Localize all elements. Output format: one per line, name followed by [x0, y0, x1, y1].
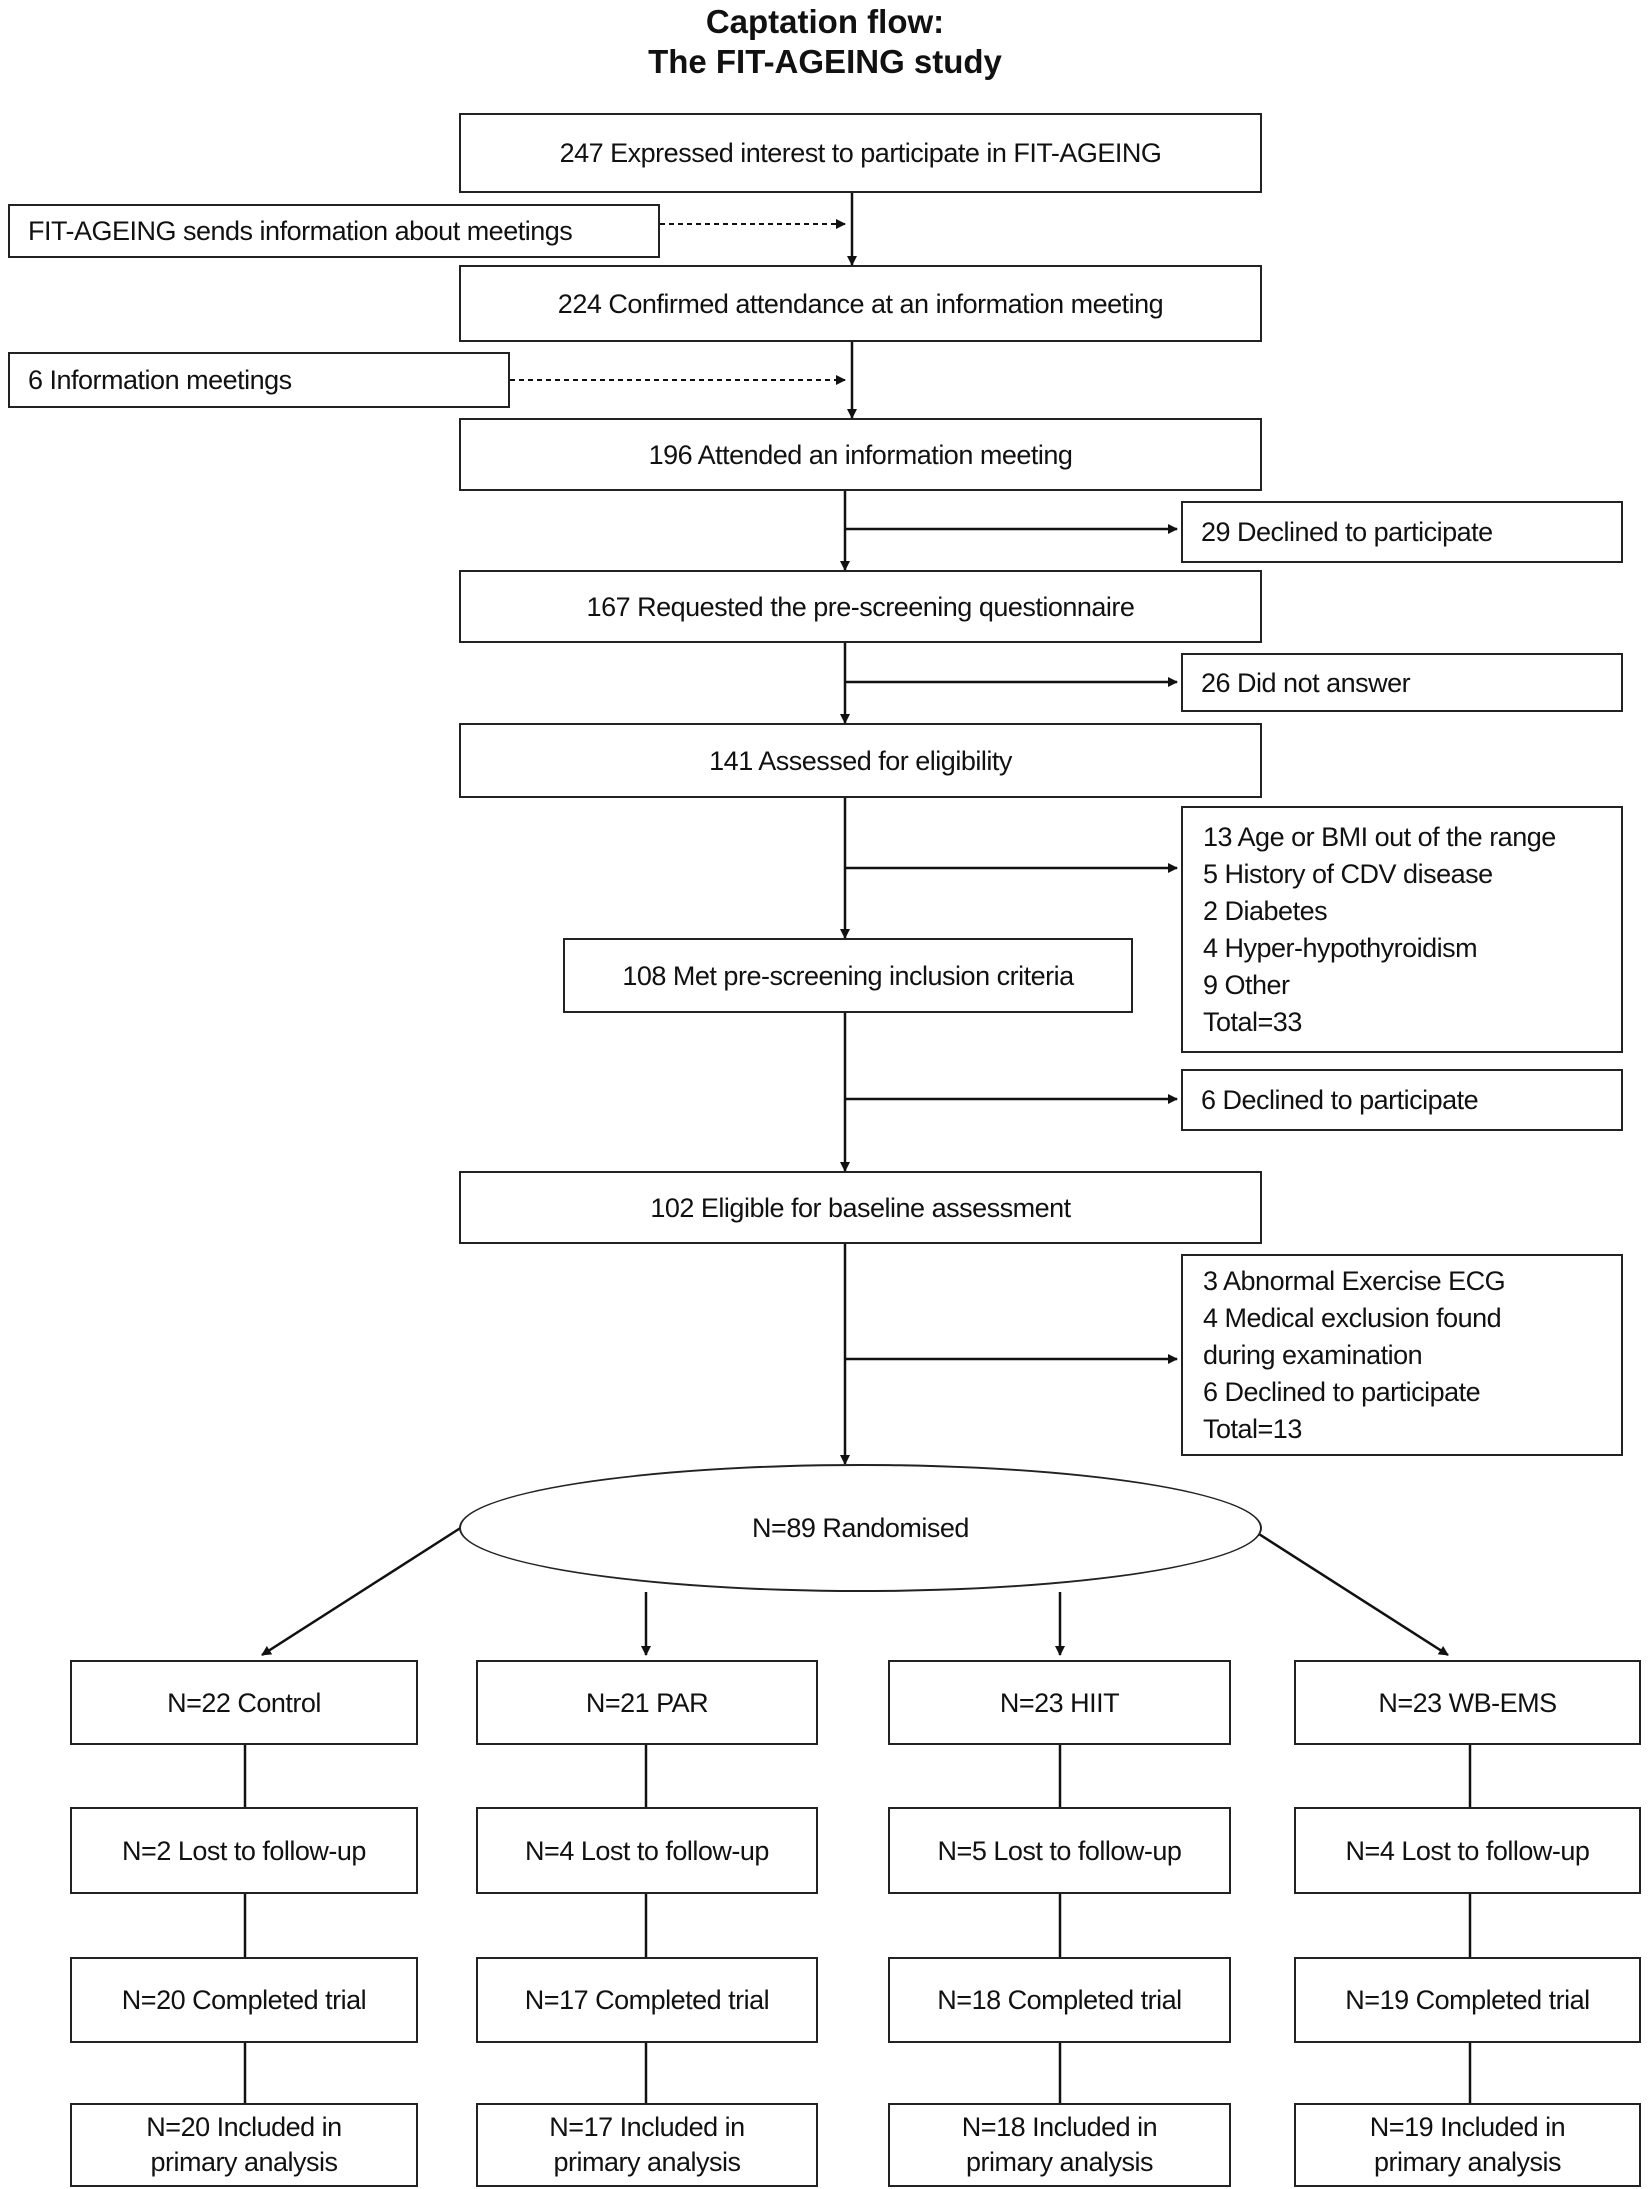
- prescreening-exclusion-item: 9 Other: [1203, 969, 1290, 1000]
- prescreening-exclusion-item: 5 History of CDV disease: [1203, 858, 1493, 889]
- box-arm-par-group: N=21 PAR: [476, 1660, 818, 1745]
- baseline-exclusion-total: Total=13: [1203, 1413, 1302, 1444]
- box-information-meetings: 6 Information meetings: [8, 352, 510, 408]
- box-arm-control-lost: N=2 Lost to follow-up: [70, 1807, 418, 1894]
- box-assessed-eligibility: 141 Assessed for eligibility: [459, 723, 1262, 798]
- box-arm-control-group: N=22 Control: [70, 1660, 418, 1745]
- diagram-title-line2: The FIT-AGEING study: [648, 43, 1002, 80]
- included-line-1: N=18 Included in: [961, 2112, 1158, 2142]
- baseline-exclusion-item: during examination: [1203, 1339, 1423, 1370]
- box-arm-par-completed: N=17 Completed trial: [476, 1957, 818, 2043]
- box-baseline-exclusions: 3 Abnormal Exercise ECG 4 Medical exclus…: [1181, 1254, 1623, 1456]
- box-declined-2: 6 Declined to participate: [1181, 1069, 1623, 1131]
- box-arm-hiit-group: N=23 HIIT: [888, 1660, 1231, 1745]
- box-attended-meeting: 196 Attended an information meeting: [459, 418, 1262, 491]
- box-arm-control-included: N=20 Included in primary analysis: [70, 2103, 418, 2187]
- ellipse-randomised: N=89 Randomised: [459, 1464, 1262, 1592]
- arrow-to-control: [261, 1525, 463, 1657]
- box-arm-wbems-group: N=23 WB-EMS: [1294, 1660, 1641, 1745]
- box-arm-wbems-included: N=19 Included in primary analysis: [1294, 2103, 1641, 2187]
- box-arm-wbems-lost: N=4 Lost to follow-up: [1294, 1807, 1641, 1894]
- box-arm-par-included: N=17 Included in primary analysis: [476, 2103, 818, 2187]
- box-arm-control-completed: N=20 Completed trial: [70, 1957, 418, 2043]
- included-line-1: N=19 Included in: [1369, 2112, 1566, 2142]
- included-line-2: primary analysis: [965, 2147, 1154, 2177]
- included-line-1: N=17 Included in: [549, 2112, 745, 2142]
- box-arm-wbems-completed: N=19 Completed trial: [1294, 1957, 1641, 2043]
- box-declined-1: 29 Declined to participate: [1181, 501, 1623, 563]
- box-arm-hiit-included: N=18 Included in primary analysis: [888, 2103, 1231, 2187]
- arrow-to-wbems: [1247, 1525, 1449, 1657]
- included-line-2: primary analysis: [1373, 2147, 1562, 2177]
- box-met-criteria: 108 Met pre-screening inclusion criteria: [563, 938, 1133, 1013]
- baseline-exclusion-item: 3 Abnormal Exercise ECG: [1203, 1265, 1506, 1296]
- prescreening-exclusion-total: Total=33: [1203, 1006, 1302, 1037]
- box-requested-questionnaire: 167 Requested the pre-screening question…: [459, 570, 1262, 643]
- box-sends-information: FIT-AGEING sends information about meeti…: [8, 204, 660, 258]
- box-confirmed-attendance: 224 Confirmed attendance at an informati…: [459, 265, 1262, 342]
- box-prescreening-exclusions: 13 Age or BMI out of the range 5 History…: [1181, 806, 1623, 1053]
- box-arm-hiit-completed: N=18 Completed trial: [888, 1957, 1231, 2043]
- diagram-title-line1: Captation flow:: [705, 3, 945, 40]
- baseline-exclusion-item: 4 Medical exclusion found: [1203, 1302, 1502, 1333]
- prescreening-exclusion-item: 2 Diabetes: [1203, 895, 1328, 926]
- included-line-2: primary analysis: [553, 2147, 741, 2177]
- prescreening-exclusion-item: 13 Age or BMI out of the range: [1203, 821, 1556, 852]
- box-eligible-baseline: 102 Eligible for baseline assessment: [459, 1171, 1262, 1244]
- box-expressed-interest: 247 Expressed interest to participate in…: [459, 113, 1262, 193]
- box-arm-par-lost: N=4 Lost to follow-up: [476, 1807, 818, 1894]
- box-did-not-answer: 26 Did not answer: [1181, 653, 1623, 712]
- included-line-1: N=20 Included in: [146, 2112, 342, 2142]
- baseline-exclusion-item: 6 Declined to participate: [1203, 1376, 1481, 1407]
- prescreening-exclusion-item: 4 Hyper-hypothyroidism: [1203, 932, 1478, 963]
- box-arm-hiit-lost: N=5 Lost to follow-up: [888, 1807, 1231, 1894]
- included-line-2: primary analysis: [150, 2147, 338, 2177]
